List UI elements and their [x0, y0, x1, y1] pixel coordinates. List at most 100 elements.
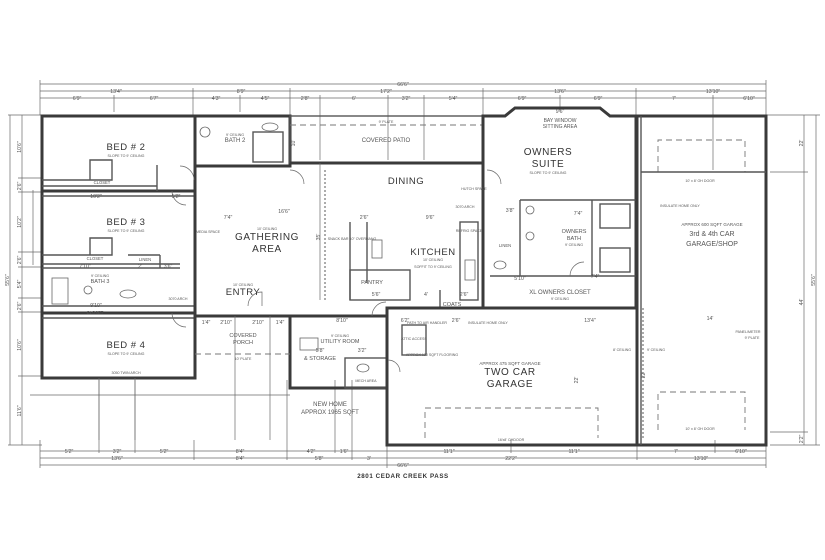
dim-top: 3'2" — [402, 96, 411, 102]
dim-interior: 4' — [424, 292, 428, 298]
room-note: APPROX 600 SQFT GARAGE — [681, 222, 742, 227]
dimensions-left: 55'6" 10'6" 2'6" 10'2" 2'6" 5'4" 2'6" 10… — [5, 114, 42, 446]
room-mech: MECH AREA — [355, 379, 377, 383]
room-bed3: BED # 3 — [107, 217, 146, 228]
room-two-car-garage: TWO CAR — [484, 367, 535, 378]
room-bed4: BED # 4 — [107, 340, 146, 351]
dim-bottom: 11'1" — [568, 449, 579, 455]
dim-interior: 7'10" — [79, 264, 91, 270]
dim-interior: 1'4" — [276, 320, 285, 326]
dim-overall-bottom: 66'6" — [397, 463, 409, 469]
dim-top: 4'5" — [261, 96, 270, 102]
room-labels: BED # 2 SLOPE TO 9' CEILING CLOSET BATH … — [87, 118, 761, 442]
room-note: 9' CEILING — [331, 334, 349, 338]
room-note: 9' PLATE — [379, 120, 394, 124]
room-bay: SITTING AREA — [543, 124, 578, 130]
room-note: SLOPE TO 9' CEILING — [108, 229, 145, 233]
dim-top: 6'7" — [150, 96, 159, 102]
dim-interior: 14' — [707, 316, 714, 322]
room-note: SOFFIT TO 9' CEILING — [414, 265, 452, 269]
room-kitchen: KITCHEN — [410, 247, 455, 258]
dim-left: 10'6" — [17, 141, 23, 153]
door-swings — [171, 165, 585, 373]
dim-interior: 2'10" — [220, 320, 232, 326]
dim-interior: 9'6" — [426, 215, 435, 221]
dim-right: 22' — [799, 140, 805, 147]
room-note: SLOPE TO 9' CEILING — [530, 171, 567, 175]
room-two-car-garage: GARAGE — [487, 379, 533, 390]
room-note: REFRIG SPACE — [456, 229, 483, 233]
dim-top: 5'4" — [449, 96, 458, 102]
dim-interior: 9'6" — [556, 109, 565, 115]
dim-bottom: 1'6" — [340, 449, 349, 455]
dim-bottom: 3' — [367, 456, 371, 462]
room-linen: LINEN — [499, 243, 511, 248]
room-note: 3050 TWIN ARCH — [111, 371, 140, 375]
room-note: 3070 ARCH — [169, 297, 188, 301]
dim-interior: 16'6" — [278, 209, 290, 215]
room-note: 10' CEILING — [423, 258, 443, 262]
dim-interior: 5'8" — [316, 348, 325, 354]
interior-dimensions: 10'2" 5'2" 7'10" 2' 3'6" 9'10" 7'4" 16'6… — [79, 109, 713, 383]
dim-interior: 7'4" — [224, 215, 233, 221]
dim-bottom: 5'8" — [315, 456, 324, 462]
dim-bottom: 7' — [674, 449, 678, 455]
room-bath3: BATH 3 — [91, 279, 110, 285]
room-note: INSULATE HOME ONLY — [660, 204, 700, 208]
room-note: 9' PLATE — [745, 336, 760, 340]
dim-bottom: 11'1" — [443, 449, 454, 455]
room-note: 9' CEILING — [226, 133, 244, 137]
room-owners-bath: OWNERS — [562, 229, 587, 235]
room-note: SLOPE TO 9' CEILING — [108, 154, 145, 158]
room-note: MEDIA SPACE — [196, 230, 221, 234]
room-linen: LINEN — [139, 257, 151, 262]
room-note: 10' x 8' OH DOOR — [685, 179, 715, 183]
dim-interior: 1'4" — [202, 320, 211, 326]
walls — [30, 106, 768, 447]
dim-interior: 3'8" — [506, 208, 515, 214]
dim-interior: 7'4" — [574, 211, 583, 217]
room-note: 10' CEILING — [257, 227, 277, 231]
new-home-label: APPROX 1965 SQFT — [301, 410, 359, 416]
room-label: CLOSET — [87, 256, 104, 261]
dimensions-top: 66'6" 13'4" 8'9" 17'2" 13'6" 13'10" 6'9"… — [39, 80, 767, 170]
dim-overall-top: 66'6" — [397, 82, 409, 88]
dim-interior: 8'10" — [336, 318, 348, 324]
room-owners-suite: SUITE — [532, 159, 564, 170]
dim-top: 2'8" — [301, 96, 310, 102]
dim-bottom: 5'2" — [160, 449, 169, 455]
room-note: APPROX 120 SQFT FLOORING — [406, 353, 458, 357]
dim-right: 2'2" — [799, 435, 805, 444]
dim-left: 5'4" — [17, 280, 23, 289]
room-note: 3070 ARCH — [456, 205, 475, 209]
dim-top: 6' — [352, 96, 356, 102]
room-shop-garage: GARAGE/SHOP — [686, 241, 738, 248]
address-title: 2801 CEDAR CREEK PASS — [357, 473, 449, 480]
dim-bottom: 8'4" — [236, 456, 245, 462]
room-note: ATTIC ACCESS — [401, 337, 427, 341]
dim-bottom: 3'2" — [113, 449, 122, 455]
dim-bottom: 6'10" — [735, 449, 747, 455]
room-pantry: PANTRY — [361, 280, 383, 286]
room-shop-garage: 3rd & 4th CAR — [689, 231, 734, 238]
dim-left: 2'6" — [17, 302, 23, 311]
dim-top: 13'10" — [706, 89, 721, 95]
dim-interior: 10'2" — [90, 194, 102, 200]
room-label: CLOSET — [87, 310, 104, 315]
room-note: 16'x8' OHDOOR — [498, 438, 525, 442]
room-covered-patio: COVERED PATIO — [362, 138, 411, 144]
room-owners-suite: OWNERS — [524, 147, 573, 158]
room-dining: DINING — [388, 176, 424, 187]
room-note: SLOPE TO 9' CEILING — [108, 352, 145, 356]
dim-interior: 35' — [316, 234, 322, 241]
dim-interior: 9'10" — [90, 303, 102, 309]
dim-interior: 6'2" — [401, 318, 410, 324]
dim-right: 44' — [799, 299, 805, 306]
room-note: 9' CEILING — [647, 348, 665, 352]
room-note: 10' PLATE — [235, 357, 252, 361]
new-home-label: NEW HOME — [313, 402, 347, 408]
room-entry: ENTRY — [226, 287, 261, 298]
room-note: PANEL/METER — [735, 330, 760, 334]
room-note: 9' CEILING — [565, 243, 583, 247]
room-note: 10' x 8' OH DOOR — [685, 427, 715, 431]
